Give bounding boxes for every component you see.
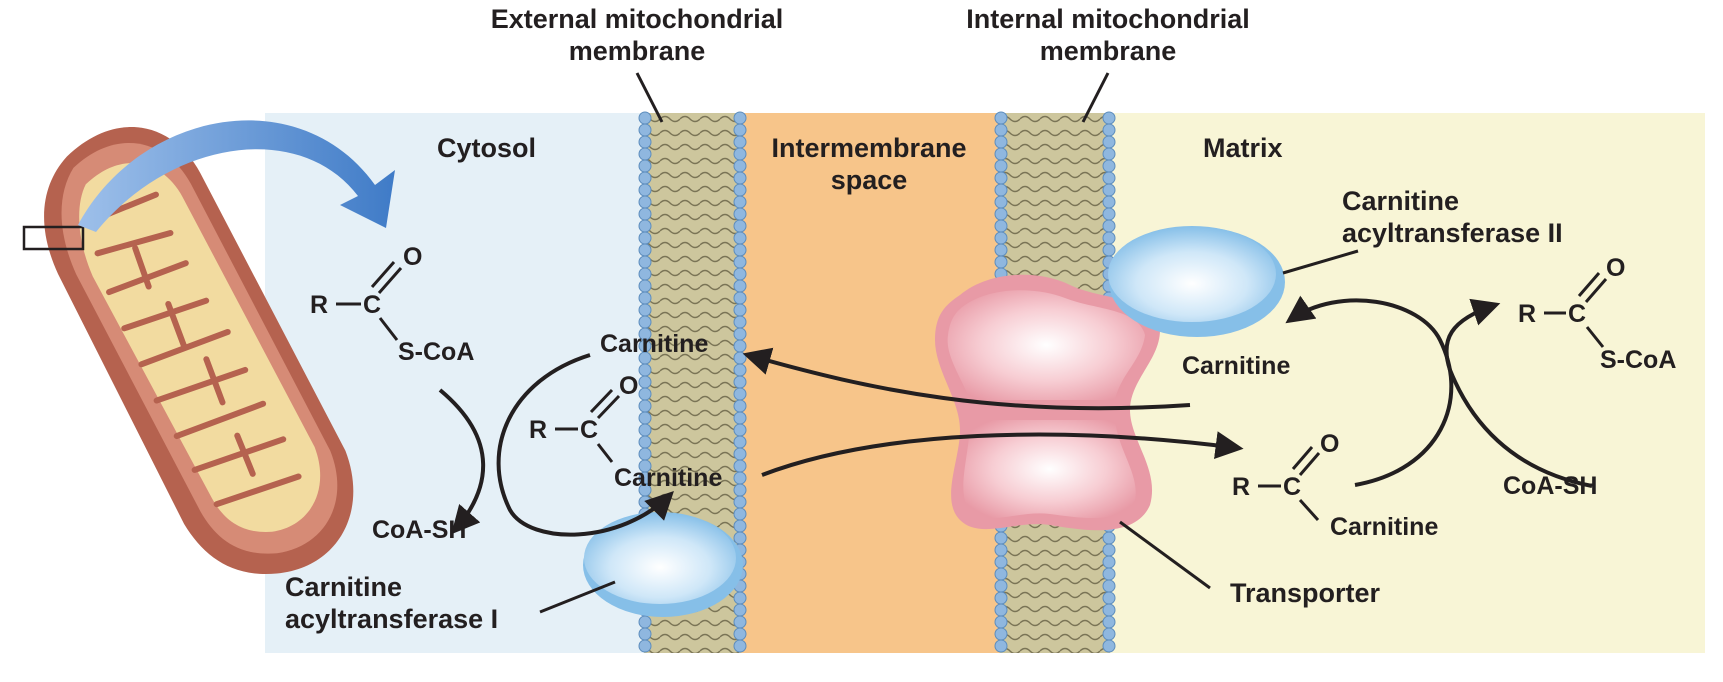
matrix-carnitine-cycle-arrow bbox=[1285, 295, 1454, 487]
cat1-acyl-c: C bbox=[580, 416, 598, 444]
internal-membrane-leader bbox=[1081, 72, 1110, 123]
cytosol-coa-sh: CoA-SH bbox=[372, 516, 466, 544]
cytosol-carnitine: Carnitine bbox=[600, 330, 708, 358]
cytosol-acyl-coa-r: R bbox=[310, 291, 328, 319]
matrix-carnitine: Carnitine bbox=[1182, 352, 1290, 380]
cat1-acyl-carnitine: Carnitine bbox=[614, 464, 722, 492]
cat1-leader bbox=[539, 580, 616, 614]
cat1-acyl-o: O bbox=[619, 372, 638, 400]
zoom-arrow bbox=[78, 120, 395, 232]
transporter-label: Transporter bbox=[1230, 578, 1381, 608]
transporter-leader bbox=[1119, 520, 1211, 590]
cytosol-label: Cytosol bbox=[437, 133, 536, 163]
matrix-acyl-carnitine-label: Carnitine bbox=[1330, 513, 1438, 541]
mitochondrion-illustration bbox=[44, 127, 354, 575]
cat1-enzyme bbox=[583, 512, 743, 617]
external-membrane-leader bbox=[635, 72, 664, 123]
matrix-acyl-coa-c: C bbox=[1568, 300, 1586, 328]
matrix-region bbox=[1105, 113, 1705, 653]
matrix-label: Matrix bbox=[1203, 133, 1283, 163]
cytosol-carnitine-cycle-arrow bbox=[496, 353, 674, 537]
cytosol-s-coa: S-CoA bbox=[398, 338, 474, 366]
matrix-acyl-carnitine-r: R bbox=[1232, 473, 1250, 501]
matrix-coa-sh: CoA-SH bbox=[1503, 472, 1597, 500]
matrix-acyl-coa-arrow bbox=[1444, 298, 1593, 488]
transporter-protein bbox=[935, 274, 1160, 531]
cat1-acyl-r: R bbox=[529, 416, 547, 444]
matrix-acyl-coa-o: O bbox=[1606, 254, 1625, 282]
matrix-acyl-carnitine-c: C bbox=[1283, 473, 1301, 501]
carnitine-export-arrow bbox=[742, 347, 1191, 411]
matrix-s-coa: S-CoA bbox=[1600, 346, 1676, 374]
zoom-box bbox=[22, 225, 85, 251]
cat2-enzyme bbox=[1108, 226, 1285, 337]
cytosol-acyl-coa-c: C bbox=[363, 291, 381, 319]
matrix-acyl-coa-r: R bbox=[1518, 300, 1536, 328]
cytosol-coa-release-arrow bbox=[438, 388, 486, 535]
cat2-leader bbox=[1282, 249, 1359, 275]
acylcarnitine-import-arrow bbox=[761, 431, 1244, 477]
matrix-acyl-carnitine-o: O bbox=[1320, 430, 1339, 458]
cytosol-acyl-coa-o: O bbox=[403, 243, 422, 271]
